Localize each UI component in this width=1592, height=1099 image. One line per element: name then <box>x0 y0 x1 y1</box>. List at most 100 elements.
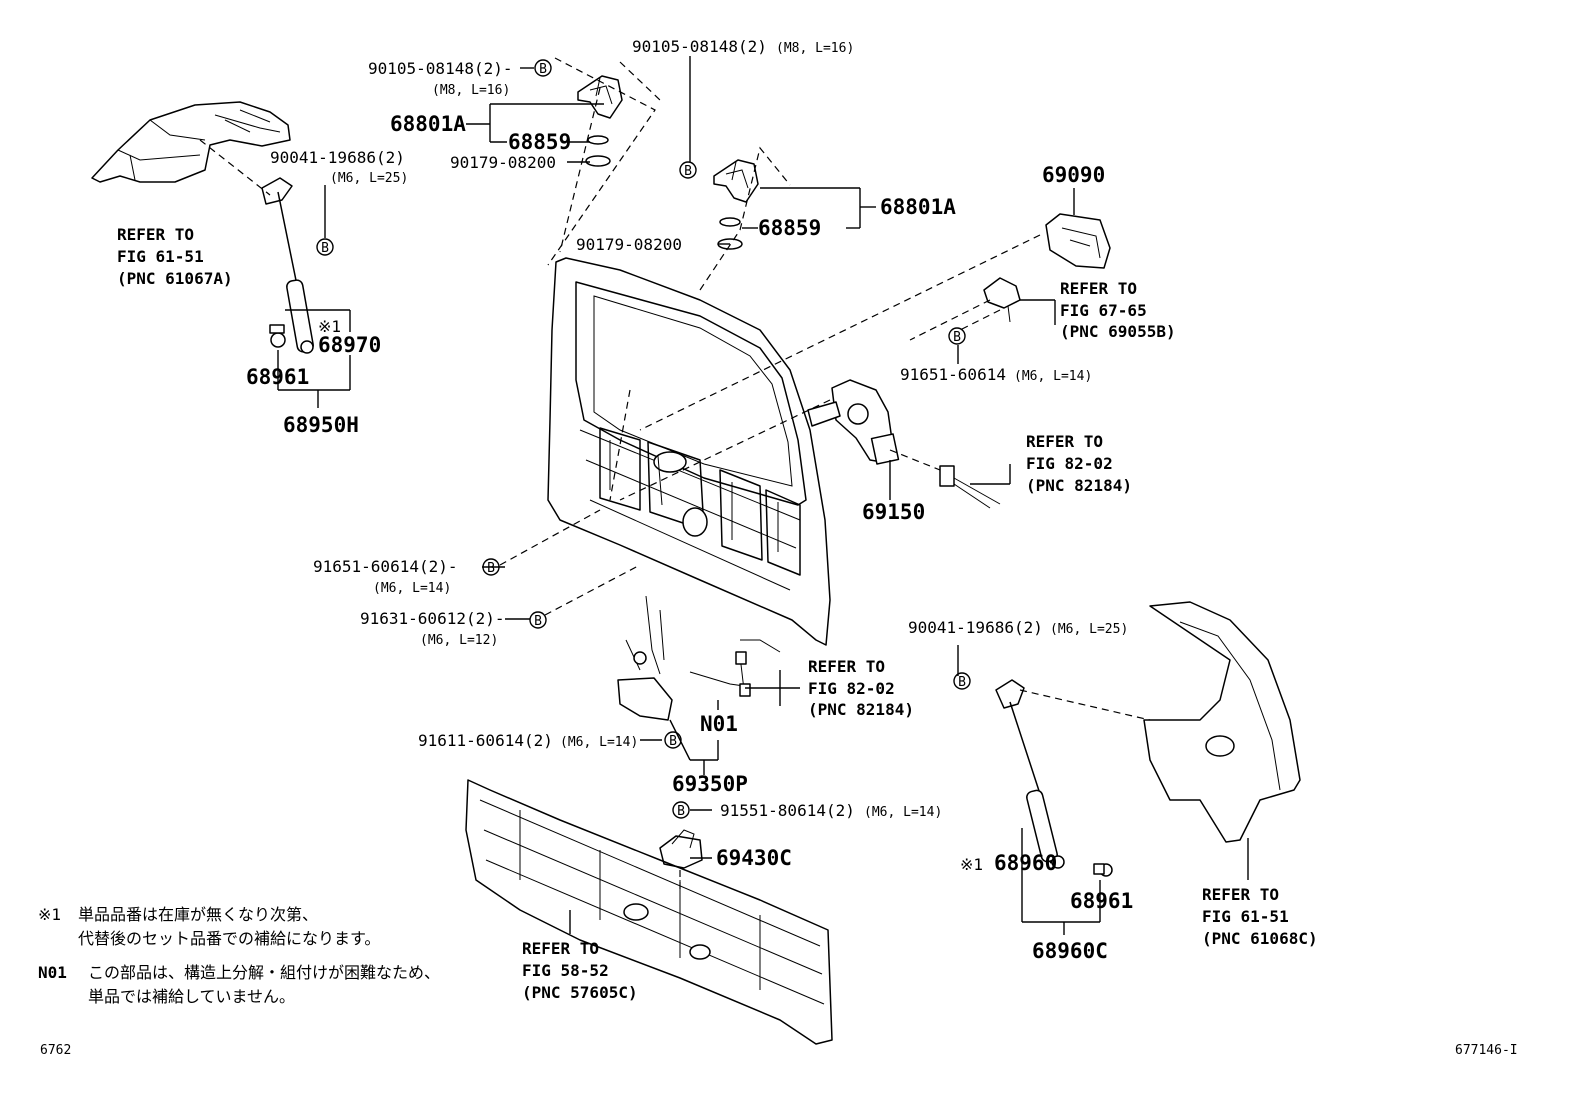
part-number-68801A-right: 68801A <box>880 195 956 219</box>
spec-91651-mid: (M6, L=14) <box>373 581 451 596</box>
svg-text:B: B <box>684 164 692 179</box>
part-number-68970: 68970 <box>318 333 381 357</box>
svg-text:B: B <box>953 330 961 345</box>
spec-90105-top: (M8, L=16) <box>776 41 854 56</box>
svg-text:(PNC 69055B): (PNC 69055B) <box>1060 322 1176 341</box>
svg-text:B: B <box>534 614 542 629</box>
svg-text:FIG 61-51: FIG 61-51 <box>117 247 204 266</box>
part-labels: 90105-08148(2)- (M8, L=16) 90105-08148(2… <box>246 37 1133 963</box>
right-quarter-panel <box>1143 601 1301 843</box>
left-gas-strut <box>261 177 314 354</box>
refer-fig-82-02-upper: REFER TO FIG 82-02 (PNC 82184) <box>1026 432 1132 495</box>
fastener-badges: B B B B B B B B B <box>316 59 971 819</box>
svg-text:REFER TO: REFER TO <box>1202 885 1279 904</box>
badge-b: B <box>948 327 966 345</box>
upper-left-panel <box>91 101 291 183</box>
part-number-68961-right: 68961 <box>1070 889 1133 913</box>
handle-bracket <box>983 277 1021 323</box>
svg-text:FIG 82-02: FIG 82-02 <box>1026 454 1113 473</box>
svg-text:FIG 61-51: FIG 61-51 <box>1202 907 1289 926</box>
spec-90105-left: (M8, L=16) <box>432 83 510 98</box>
spec-90041-right: (M6, L=25) <box>1050 622 1128 637</box>
svg-text:REFER TO: REFER TO <box>1060 279 1137 298</box>
footnote-2-mark: N01 <box>38 963 67 982</box>
lock-actuator <box>807 379 1001 509</box>
svg-text:FIG 82-02: FIG 82-02 <box>808 679 895 698</box>
footnote-1-line2: 代替後のセット品番での補給になります。 <box>78 929 380 948</box>
door-latch <box>617 595 781 721</box>
svg-text:FIG 67-65: FIG 67-65 <box>1060 301 1147 320</box>
svg-text:REFER TO: REFER TO <box>117 225 194 244</box>
spec-91551: (M6, L=14) <box>864 805 942 820</box>
badge-b: B <box>664 731 682 749</box>
refer-to-notes: REFER TO FIG 61-51 (PNC 61067A) REFER TO… <box>117 225 1318 1002</box>
back-door-panel <box>547 257 831 646</box>
footnote-2-line1: この部品は、構造上分解・組付けが困難なため、 <box>88 963 440 982</box>
svg-text:B: B <box>958 675 966 690</box>
solid-leader-lines <box>277 56 1249 935</box>
part-number-68960C: 68960C <box>1032 939 1108 963</box>
door-striker <box>659 829 703 869</box>
refer-fig-61-51-right: REFER TO FIG 61-51 (PNC 61068C) <box>1202 885 1318 948</box>
badge-b: B <box>953 672 971 690</box>
part-number-90105-top: 90105-08148(2) <box>632 37 767 56</box>
refer-fig-67-65: REFER TO FIG 67-65 (PNC 69055B) <box>1060 279 1176 341</box>
part-number-69090: 69090 <box>1042 163 1105 187</box>
svg-text:FIG 58-52: FIG 58-52 <box>522 961 609 980</box>
part-number-90041-right: 90041-19686(2) <box>908 618 1043 637</box>
footnote-mark-1: ※1 <box>318 317 341 336</box>
part-number-91651-top: 91651-60614 <box>900 365 1006 384</box>
part-number-69350P: 69350P <box>672 772 748 796</box>
spec-91611: (M6, L=14) <box>560 735 638 750</box>
footnote-2-line2: 単品では補給していません。 <box>88 987 295 1006</box>
refer-fig-82-02-lower: REFER TO FIG 82-02 (PNC 82184) <box>808 657 914 719</box>
part-number-N01: N01 <box>700 712 738 736</box>
figure-number-right: 677146-I <box>1455 1043 1518 1058</box>
svg-text:(PNC 82184): (PNC 82184) <box>808 700 914 719</box>
svg-text:(PNC 82184): (PNC 82184) <box>1026 476 1132 495</box>
part-number-91651-mid: 91651-60614(2)- <box>313 557 458 576</box>
part-number-91631: 91631-60612(2)- <box>360 609 505 628</box>
part-number-68960: 68960 <box>994 851 1057 875</box>
part-number-68950H: 68950H <box>283 413 359 437</box>
svg-text:B: B <box>487 561 495 576</box>
part-number-69430C: 69430C <box>716 846 792 870</box>
part-number-68801A-left: 68801A <box>390 112 466 136</box>
footnote-1-mark: ※1 <box>38 905 61 924</box>
svg-text:(PNC 61067A): (PNC 61067A) <box>117 269 233 288</box>
svg-text:(PNC 57605C): (PNC 57605C) <box>522 983 638 1002</box>
svg-text:B: B <box>669 734 677 749</box>
svg-text:B: B <box>321 241 329 256</box>
badge-b: B <box>672 801 690 819</box>
dashed-leader-lines <box>199 57 1151 890</box>
part-number-90179-right: 90179-08200 <box>576 235 682 254</box>
back-door-handle <box>1045 213 1111 269</box>
spec-90041-top: (M6, L=25) <box>330 171 408 186</box>
right-gas-strut <box>995 679 1113 877</box>
badge-b: B <box>482 558 500 576</box>
badge-b: B <box>534 59 552 77</box>
svg-text:REFER TO: REFER TO <box>808 657 885 676</box>
part-number-68961-left: 68961 <box>246 365 309 389</box>
badge-b: B <box>679 161 697 179</box>
footnotes: ※1 単品品番は在庫が無くなり次第、 代替後のセット品番での補給になります。 N… <box>38 905 440 1006</box>
svg-text:(PNC 61068C): (PNC 61068C) <box>1202 929 1318 948</box>
figure-number-left: 6762 <box>40 1043 71 1058</box>
part-number-90179-left: 90179-08200 <box>450 153 556 172</box>
part-number-68859-right: 68859 <box>758 216 821 240</box>
refer-fig-58-52: REFER TO FIG 58-52 (PNC 57605C) <box>522 939 638 1002</box>
part-number-69150: 69150 <box>862 500 925 524</box>
footnote-1-line1: 単品品番は在庫が無くなり次第、 <box>78 905 318 924</box>
badge-b: B <box>316 238 334 256</box>
refer-fig-61-51-left: REFER TO FIG 61-51 (PNC 61067A) <box>117 225 233 288</box>
svg-text:REFER TO: REFER TO <box>1026 432 1103 451</box>
badge-b: B <box>529 611 547 629</box>
part-number-68859-left: 68859 <box>508 130 571 154</box>
part-number-90105-left: 90105-08148(2)- <box>368 59 513 78</box>
part-number-91611: 91611-60614(2) <box>418 731 553 750</box>
spec-91631: (M6, L=12) <box>420 633 498 648</box>
svg-text:B: B <box>539 62 547 77</box>
part-number-91551: 91551-80614(2) <box>720 801 855 820</box>
lower-cross-member <box>465 779 833 1045</box>
